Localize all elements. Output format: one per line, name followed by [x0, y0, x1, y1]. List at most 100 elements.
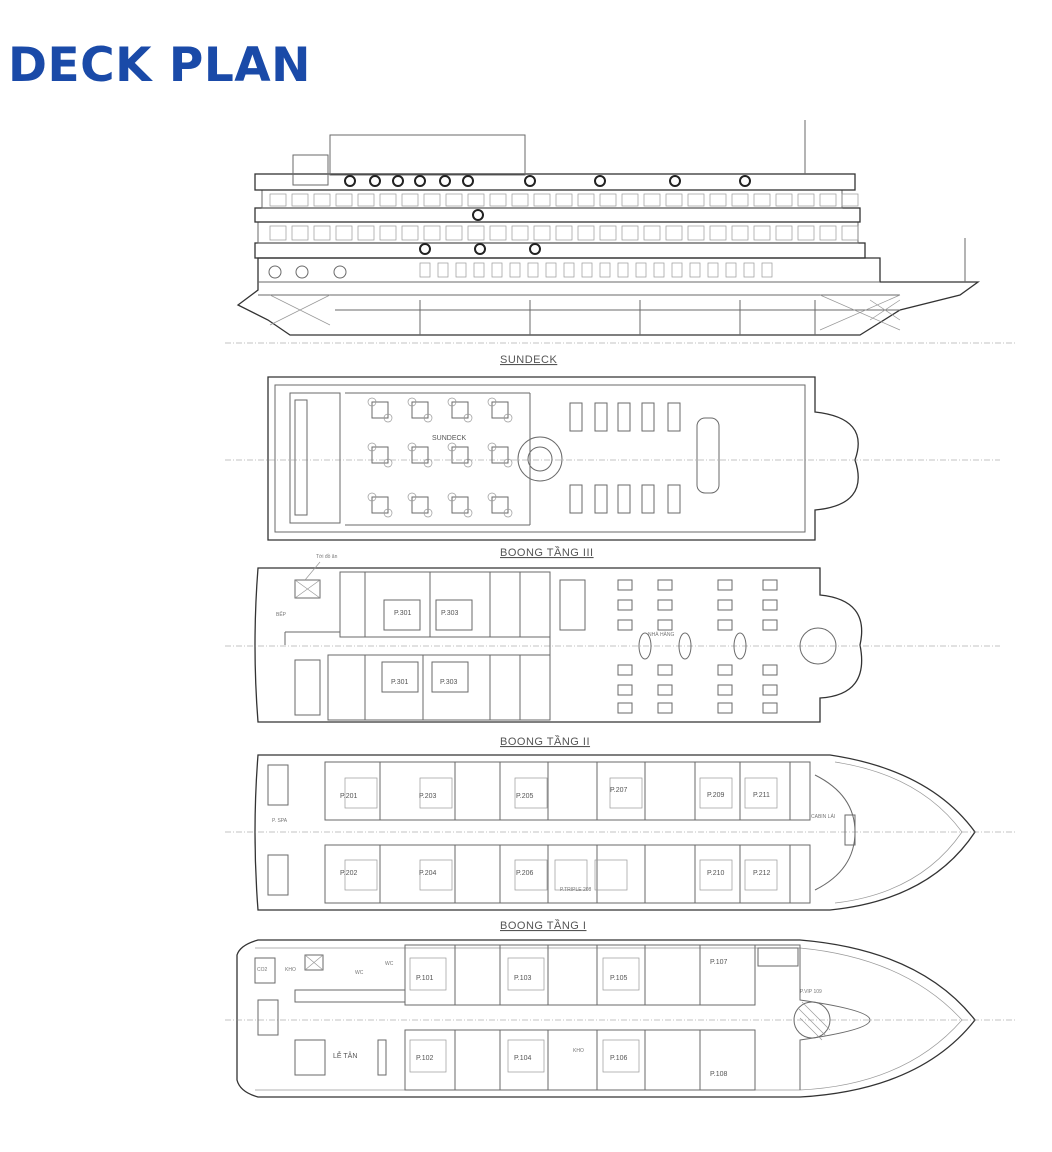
sun-lounger [569, 484, 583, 514]
window [841, 225, 859, 241]
window [291, 225, 309, 241]
bed [419, 859, 453, 891]
dining-table [617, 684, 633, 696]
room-label-spa: P. SPA [272, 818, 288, 824]
window [423, 193, 441, 207]
bed [609, 777, 643, 809]
lifebuoy-icon [392, 175, 404, 187]
deck3-section-label: BOONG TẦNG III [500, 546, 594, 559]
table [371, 401, 389, 419]
window [269, 193, 287, 207]
window [689, 262, 701, 278]
lifebuoy-icon [462, 175, 474, 187]
bed [409, 1039, 447, 1073]
window [841, 193, 859, 207]
window [687, 193, 705, 207]
window [401, 225, 419, 241]
window [509, 262, 521, 278]
bed [594, 859, 628, 891]
window [599, 193, 617, 207]
lifebuoy-icon [594, 175, 606, 187]
table [491, 446, 509, 464]
table [411, 401, 429, 419]
chair [487, 397, 497, 407]
dining-table [657, 664, 673, 676]
bed [514, 777, 548, 809]
window [819, 225, 837, 241]
room-label-restaurant: NHÀ HÀNG [648, 631, 675, 638]
window [563, 262, 575, 278]
dining-table [717, 599, 733, 611]
room-label-p207: P.207 [610, 787, 627, 794]
sun-lounger [617, 484, 631, 514]
sun-lounger [569, 402, 583, 432]
bed [507, 957, 545, 991]
chair [487, 442, 497, 452]
dining-table [717, 579, 733, 591]
window [473, 262, 485, 278]
bed [699, 859, 733, 891]
bed [419, 777, 453, 809]
room-label-p103: P.103 [514, 975, 531, 982]
sun-lounger [641, 484, 655, 514]
window [455, 262, 467, 278]
window [797, 193, 815, 207]
chair [367, 492, 377, 502]
room-label-p105: P.105 [610, 975, 627, 982]
dining-table [717, 664, 733, 676]
window [819, 193, 837, 207]
room-label-kitchen: BẾP [276, 611, 287, 618]
window [491, 262, 503, 278]
sun-lounger [667, 402, 681, 432]
dining-table [762, 684, 778, 696]
room-label-triple208: P.TRIPLE 208 [560, 887, 592, 893]
window [467, 225, 485, 241]
room-label-p101: P.101 [416, 975, 433, 982]
room-label-p204: P.204 [419, 870, 436, 877]
lifebuoy-icon [414, 175, 426, 187]
window [445, 193, 463, 207]
bed [344, 859, 378, 891]
room-label-p301: P.301 [394, 610, 411, 617]
dining-table [657, 579, 673, 591]
page-title: DECK PLAN [8, 38, 312, 93]
window [653, 262, 665, 278]
window [599, 262, 611, 278]
table [411, 496, 429, 514]
room-label-p205: P.205 [516, 793, 533, 800]
lifebuoy-icon [419, 243, 431, 255]
room-label-reception: LỄ TÂN [333, 1051, 357, 1060]
chair [407, 442, 417, 452]
chair [503, 458, 513, 468]
room-label-store: KHO [573, 1048, 584, 1054]
room-label-p202: P.202 [340, 870, 357, 877]
window [743, 262, 755, 278]
chair [487, 492, 497, 502]
window [775, 225, 793, 241]
window [511, 193, 529, 207]
room-label-wc: WC [385, 961, 394, 967]
window [269, 225, 287, 241]
window [687, 225, 705, 241]
window [643, 193, 661, 207]
sun-lounger [594, 402, 608, 432]
room-label-store: KHO [285, 967, 296, 973]
lifebuoy-icon [524, 175, 536, 187]
window [581, 262, 593, 278]
window [709, 225, 727, 241]
window [709, 193, 727, 207]
dining-table [762, 702, 778, 714]
window [577, 225, 595, 241]
window [419, 262, 431, 278]
lifebuoy-icon [344, 175, 356, 187]
dining-table [762, 664, 778, 676]
window [423, 225, 441, 241]
chair [447, 397, 457, 407]
window [379, 225, 397, 241]
window [635, 262, 647, 278]
window [671, 262, 683, 278]
ship-side-profile [225, 120, 1015, 344]
dining-table [617, 579, 633, 591]
chair [367, 442, 377, 452]
window [617, 262, 629, 278]
